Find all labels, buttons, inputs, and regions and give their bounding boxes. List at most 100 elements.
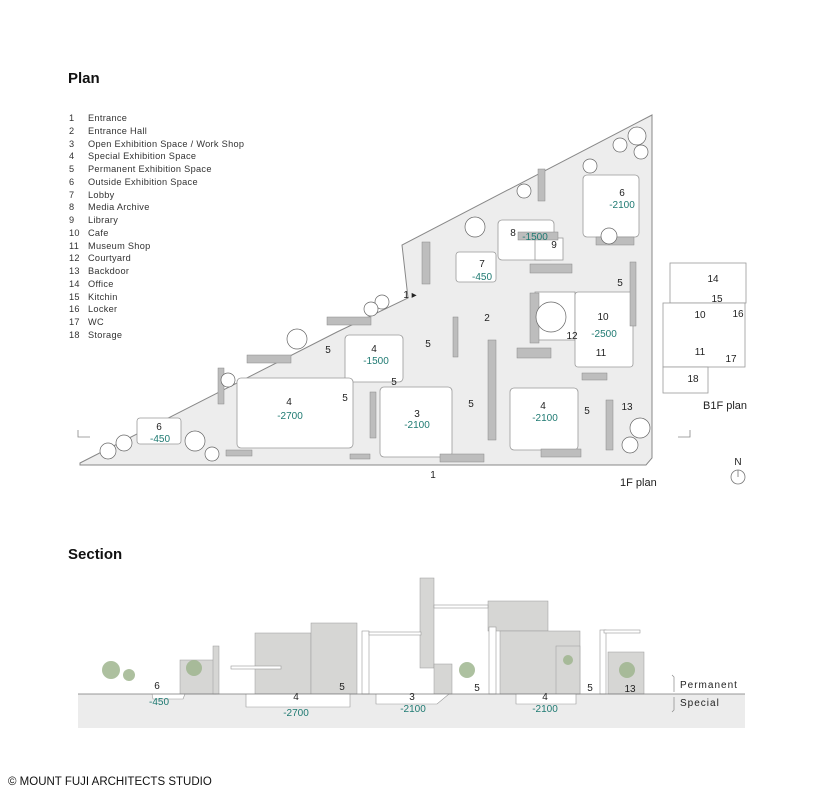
room-5-label: 5 [391,377,397,388]
legend-number: 6 [69,176,75,187]
section-level-4: -2700 [283,708,309,719]
room-3-label: 3 [414,409,420,420]
room-4-label: 4 [286,397,292,408]
section-drawing: 6 -450 4 -2700 5 3 -2100 5 4 -2100 5 13 … [78,577,745,728]
legend-number: 12 [69,253,80,264]
section-level-4: -2100 [532,704,558,715]
legend-number: 16 [69,304,80,315]
legend-item: 8 Media Archive [69,201,244,214]
room-2-label: 2 [484,313,490,324]
legend-label: Media Archive [88,202,150,213]
legend-label: Locker [88,304,118,315]
legend-number: 7 [69,189,75,200]
legend-label: Museum Shop [88,240,151,251]
rooms [136,174,747,458]
compass-label: N [734,457,741,468]
walls [217,168,637,463]
legend-item: 14 Office [69,278,244,291]
room-6-level: -2100 [609,200,635,211]
special-label: Special [680,698,720,709]
legend-label: Outside Exhibition Space [88,176,198,187]
room-4-level: -1500 [363,356,389,367]
legend-number: 17 [69,317,80,327]
legend-item: 4 Special Exhibition Space [69,150,244,163]
plan-b1f-caption: B1F plan [703,400,747,412]
legend-label: Office [88,278,114,289]
plan-b1f: 14 15 10 16 11 17 18 B1F plan [687,274,747,412]
room-7-level: -450 [472,272,492,283]
legend-label: Special Exhibition Space [88,151,197,162]
legend-label: Courtyard [88,253,132,264]
room-9-label: 9 [551,240,557,251]
b1f-room-18: 18 [687,374,699,385]
b1f-room-14: 14 [707,274,719,285]
b1f-room-10: 10 [694,310,706,321]
section-label-5: 5 [339,682,345,693]
section-title: Section [68,546,123,563]
legend-label: Permanent Exhibition Space [88,164,212,174]
room-5-label: 5 [325,345,331,356]
trees [99,126,651,462]
legend-label: Entrance [88,113,128,123]
legend-number: 14 [69,278,80,289]
room-5-label: 5 [617,278,623,289]
entrance-side-label: 1 ▸ [403,290,416,301]
legend-item: 2 Entrance Hall [69,125,244,138]
section-label-6: 6 [154,681,160,692]
legend-item: 9 Library [69,214,244,227]
section-trees [102,655,635,681]
room-7-label: 7 [479,259,485,270]
north-compass: N [730,457,746,485]
room-5-label: 5 [342,393,348,404]
b1f-room-16: 16 [732,309,744,320]
legend-label: Kitchin [88,291,118,302]
legend-number: 3 [69,138,75,149]
room-5-label: 5 [425,339,431,350]
b1f-room-17: 17 [725,354,737,365]
room-6-label: 6 [619,188,625,199]
entrance-bottom-label: 1 [430,470,436,481]
room-4-label: 4 [540,401,546,412]
section-label-4: 4 [293,692,299,703]
b1f-room-11: 11 [695,347,706,358]
section-level-3: -2100 [400,704,426,715]
legend-label: Backdoor [88,266,130,276]
room-4-level: -2100 [532,413,558,424]
section-level-6: -450 [149,697,169,708]
legend-item: 12 Courtyard [69,252,244,265]
room-6-level: -450 [150,434,170,445]
room-5-label: 5 [468,399,474,410]
legend-number: 1 [69,113,75,123]
room-10-level: -2500 [591,329,617,340]
legend-item: 6 Outside Exhibition Space [69,176,244,189]
legend-label: WC [88,317,104,327]
plan-1f-caption: 1F plan [620,477,657,489]
legend-label: Library [88,215,119,225]
room-5-label: 5 [584,406,590,417]
permanent-label: Permanent [680,680,738,691]
room-12-label: 12 [566,331,578,342]
section-label-5: 5 [474,683,480,694]
legend-number: 9 [69,215,75,225]
legend-item: 17 WC [69,316,244,329]
legend-label: Entrance Hall [88,125,148,136]
legend-number: 8 [69,202,75,213]
b1f-room-15: 15 [711,294,723,305]
legend-number: 2 [69,125,75,136]
room-11-label: 11 [596,348,607,359]
legend-number: 4 [69,151,75,162]
room-10-label: 10 [597,312,609,323]
legend-label: Cafe [88,227,109,238]
section-label-4: 4 [542,692,548,703]
legend-number: 18 [69,329,80,340]
legend-number: 13 [69,266,80,276]
room-8-level: -1500 [522,232,548,243]
